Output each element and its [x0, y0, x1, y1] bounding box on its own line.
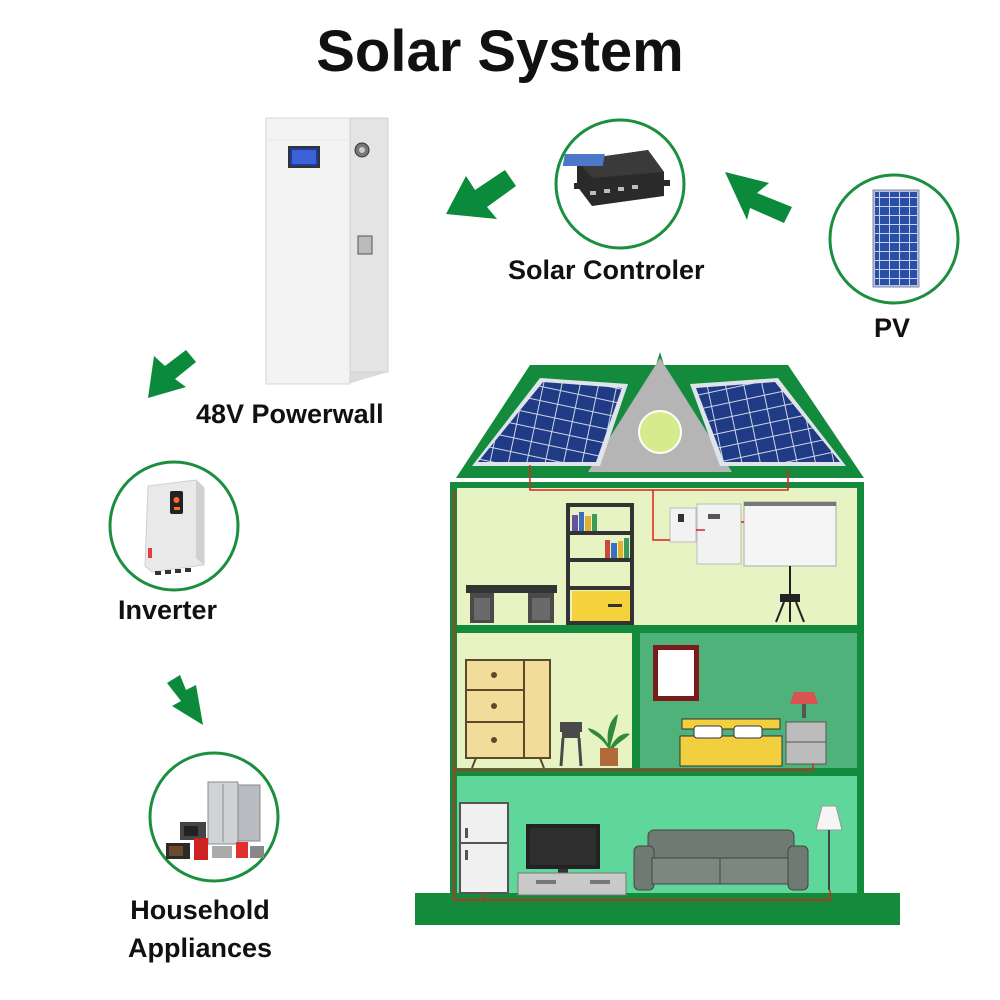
chair — [559, 722, 583, 767]
appliances-node — [148, 751, 280, 883]
floor-lamp — [815, 805, 843, 890]
arrow-inverter-to-appliances — [167, 675, 203, 725]
solar-controller-image — [562, 150, 670, 206]
inverter-image — [144, 479, 205, 575]
page-title: Solar System — [316, 19, 684, 84]
television — [517, 824, 627, 896]
desk — [466, 585, 557, 623]
dresser — [465, 659, 551, 769]
home-battery — [696, 503, 742, 565]
powerwall-image — [265, 117, 389, 385]
pv-label: PV — [874, 313, 911, 343]
inverter-label: Inverter — [118, 595, 218, 625]
pv-panel-image — [872, 189, 920, 288]
appliances-label: Household Appliances — [128, 891, 272, 967]
inverter-node — [108, 460, 240, 592]
nightstand-lamp — [785, 692, 827, 765]
powerwall-label: 48V Powerwall — [196, 399, 384, 429]
arrow-controller-to-powerwall — [446, 170, 516, 219]
ground — [415, 893, 900, 925]
wiring — [453, 465, 831, 901]
projector-screen — [743, 501, 837, 623]
solar-controller-node — [554, 118, 686, 250]
house — [415, 352, 900, 925]
appliances-label-line2: Appliances — [128, 933, 273, 963]
appliances-label-line1: Household — [130, 895, 270, 925]
pv-node — [828, 173, 960, 305]
arrow-powerwall-to-inverter — [148, 350, 196, 398]
refrigerator — [459, 802, 509, 894]
wall-picture — [653, 645, 699, 701]
solar-controller-label: Solar Controler — [508, 255, 705, 285]
potted-plant — [588, 714, 630, 766]
appliances-image — [166, 781, 264, 860]
attic-window — [638, 410, 682, 454]
home-inverter — [669, 507, 697, 543]
sofa — [633, 829, 809, 891]
arrow-pv-to-controller — [725, 172, 792, 223]
bookshelf — [566, 503, 634, 625]
bed — [679, 718, 783, 767]
